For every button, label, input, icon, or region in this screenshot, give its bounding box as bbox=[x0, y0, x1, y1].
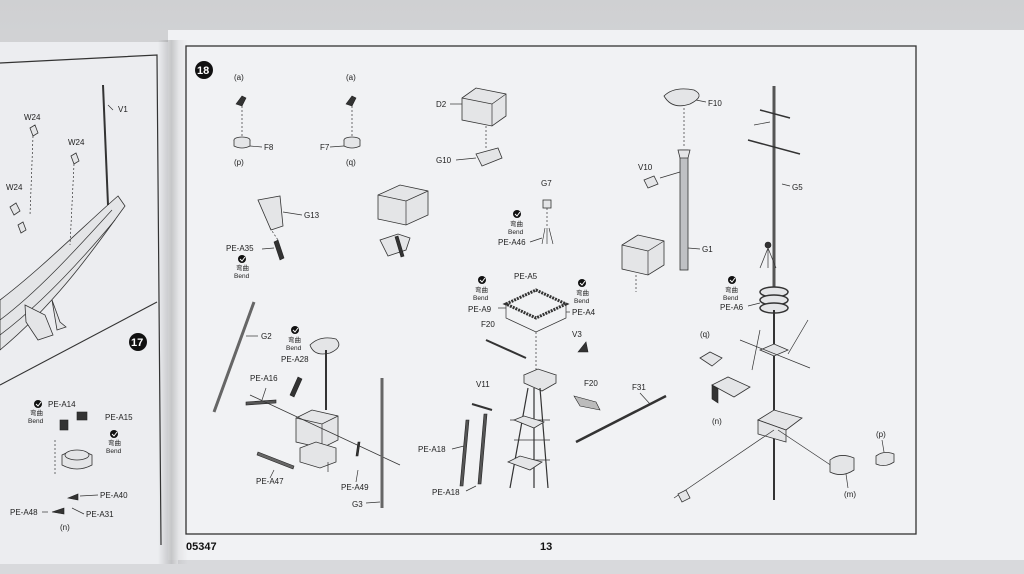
part-label: PE-A48 bbox=[10, 508, 38, 517]
part-label: G2 bbox=[261, 332, 272, 341]
part-label: PE-A49 bbox=[341, 483, 369, 492]
catalog-code: 05347 bbox=[186, 541, 217, 553]
part-label: 弯曲 bbox=[236, 263, 249, 272]
part-label: PE-A31 bbox=[86, 510, 114, 519]
part-label: (a) bbox=[346, 73, 356, 82]
part-label: 弯曲 bbox=[725, 285, 738, 294]
step-17-badge: 17 bbox=[129, 333, 147, 351]
part-label: PE-A18 bbox=[432, 488, 460, 497]
deckhouse-middle bbox=[377, 184, 429, 258]
part-label: D2 bbox=[436, 100, 447, 109]
part-label: PE-A35 bbox=[226, 244, 254, 253]
part-label: (q) bbox=[700, 330, 710, 339]
part-label: 弯曲 bbox=[475, 285, 488, 294]
part-label: G7 bbox=[541, 179, 552, 188]
part-F8-group: (a) F8 (p) bbox=[233, 73, 274, 167]
part-label: W24 bbox=[68, 138, 85, 147]
hull-assembly-left: V1 W24 W24 W24 bbox=[0, 84, 128, 351]
part-label: (p) bbox=[234, 158, 244, 167]
part-label: (q) bbox=[346, 158, 356, 167]
mast-assembly-left-center: G2 弯曲 Bend PE-A28 PE-A16 PE-A47 PE-A49 bbox=[212, 301, 401, 509]
step17-divider bbox=[0, 301, 158, 386]
part-label: 弯曲 bbox=[576, 288, 589, 297]
part-label: F31 bbox=[632, 383, 646, 392]
part-label: (p) bbox=[876, 430, 886, 439]
part-label: PE-A9 bbox=[468, 305, 492, 314]
part-label: Bend bbox=[473, 295, 489, 302]
part-label: 弯曲 bbox=[30, 408, 43, 417]
part-label: (m) bbox=[844, 490, 856, 499]
part-G7-group: G7 弯曲 Bend PE-A46 bbox=[498, 179, 554, 247]
part-label: F7 bbox=[320, 143, 330, 152]
part-label: 弯曲 bbox=[510, 219, 523, 228]
part-label: PE-A6 bbox=[720, 303, 744, 312]
booklet-fold bbox=[158, 40, 188, 564]
part-label: F20 bbox=[481, 320, 495, 329]
part-label: Bend bbox=[574, 298, 590, 305]
part-label: (n) bbox=[60, 523, 70, 532]
part-label: F20 bbox=[584, 379, 598, 388]
part-label: W24 bbox=[24, 113, 41, 122]
part-label: V1 bbox=[118, 105, 128, 114]
part-label: Bend bbox=[28, 418, 44, 425]
part-label: V10 bbox=[638, 163, 653, 172]
part-label: Bend bbox=[286, 345, 302, 352]
part-F7-group: (a) F7 (q) bbox=[320, 73, 361, 167]
part-label: 弯曲 bbox=[108, 438, 121, 447]
part-label: Bend bbox=[234, 273, 250, 280]
right-page bbox=[168, 30, 1024, 560]
part-label: PE-A40 bbox=[100, 491, 128, 500]
part-label: (n) bbox=[712, 417, 722, 426]
part-label: Bend bbox=[723, 295, 739, 302]
part-label: PE-A14 bbox=[48, 400, 76, 409]
part-G1-mast-group: F10 V10 G1 bbox=[621, 88, 722, 292]
part-label: PE-A16 bbox=[250, 374, 278, 383]
step18-frame bbox=[185, 45, 917, 535]
left-page-frame bbox=[0, 54, 162, 546]
part-G13-group: G13 PE-A35 弯曲 Bend bbox=[226, 195, 320, 280]
step-17-parts: PE-A14 弯曲 Bend 弯曲 Bend PE-A15 PE-A40 PE-… bbox=[10, 400, 133, 532]
part-label: PE-A5 bbox=[514, 272, 538, 281]
part-label: PE-A47 bbox=[256, 477, 284, 486]
part-label: PE-A28 bbox=[281, 355, 309, 364]
part-label: 弯曲 bbox=[288, 335, 301, 344]
page-number: 13 bbox=[540, 541, 552, 553]
part-label: G5 bbox=[792, 183, 803, 192]
part-label: PE-A18 bbox=[418, 445, 446, 454]
step-18-badge: 18 bbox=[195, 61, 213, 79]
part-label: V3 bbox=[572, 330, 582, 339]
part-G5-mast-group: G5 弯曲 Bend PE-A6 (q) (n) bbox=[673, 86, 895, 503]
part-label: PE-A4 bbox=[572, 308, 596, 317]
part-label: (a) bbox=[234, 73, 244, 82]
part-label: V11 bbox=[476, 380, 490, 389]
part-label: PE-A46 bbox=[498, 238, 526, 247]
part-label: 17 bbox=[131, 337, 143, 349]
part-label: G10 bbox=[436, 156, 452, 165]
part-label: F10 bbox=[708, 99, 722, 108]
part-label: 18 bbox=[197, 65, 209, 77]
part-label: W24 bbox=[6, 183, 23, 192]
part-label: F8 bbox=[264, 143, 274, 152]
tower-assembly-center: PE-A5 弯曲 Bend PE-A9 弯曲 Bend PE-A4 F20 V3… bbox=[418, 272, 667, 497]
part-label: PE-A15 bbox=[105, 413, 133, 422]
part-label: G1 bbox=[702, 245, 713, 254]
part-label: G13 bbox=[304, 211, 320, 220]
part-D2-group: D2 G10 bbox=[436, 87, 507, 167]
part-label: Bend bbox=[508, 229, 524, 236]
part-label: G3 bbox=[352, 500, 363, 509]
part-label: Bend bbox=[106, 448, 122, 455]
